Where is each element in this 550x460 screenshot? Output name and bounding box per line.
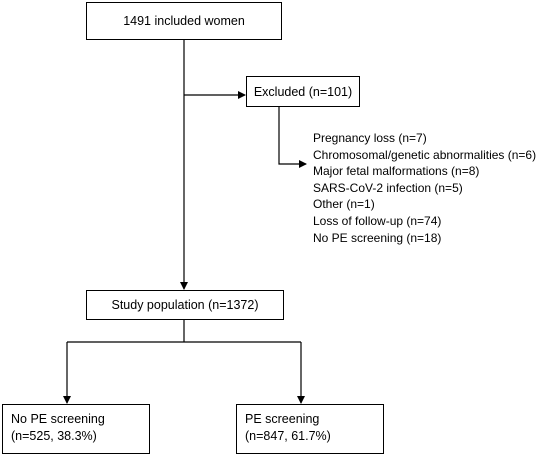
exclusion-reason-pregnancy-loss: Pregnancy loss (n=7) xyxy=(313,131,427,145)
excluded-box: Excluded (n=101) xyxy=(246,76,360,107)
no-pe-screening-title: No PE screening xyxy=(11,412,105,426)
exclusion-reason-sars-cov-2: SARS-CoV-2 infection (n=5) xyxy=(313,180,463,195)
exclusion-reason-other: Other (n=1) xyxy=(313,197,375,212)
excluded-label: Excluded (n=101) xyxy=(253,84,353,99)
pe-screening-box: PE screening (n=847, 61.7%) xyxy=(236,404,384,454)
pe-screening-title: PE screening xyxy=(245,412,320,426)
included-women-label: 1491 included women xyxy=(123,14,245,28)
exclusion-reason-chromosomal: Chromosomal/genetic abnormalities (n=6) xyxy=(313,147,537,162)
no-pe-screening-detail: (n=525, 38.3%) xyxy=(11,429,97,443)
exclusion-reason-malformations: Major fetal malformations (n=8) xyxy=(313,164,480,179)
study-population-box: Study population (n=1372) xyxy=(86,290,284,320)
exclusion-reason-no-pe-screening: No PE screening (n=18) xyxy=(313,230,442,245)
no-pe-screening-box: No PE screening (n=525, 38.3%) xyxy=(2,404,150,454)
pe-screening-detail: (n=847, 61.7%) xyxy=(245,429,331,443)
exclusion-reason-loss-follow-up: Loss of follow-up (n=74) xyxy=(313,213,442,228)
exclusion-reasons-list: Pregnancy loss (n=7) Chromosomal/genetic… xyxy=(313,130,536,246)
included-women-box: 1491 included women xyxy=(86,2,282,40)
study-population-label: Study population (n=1372) xyxy=(111,298,259,312)
arrow-excluded-to-reasons xyxy=(278,107,307,168)
